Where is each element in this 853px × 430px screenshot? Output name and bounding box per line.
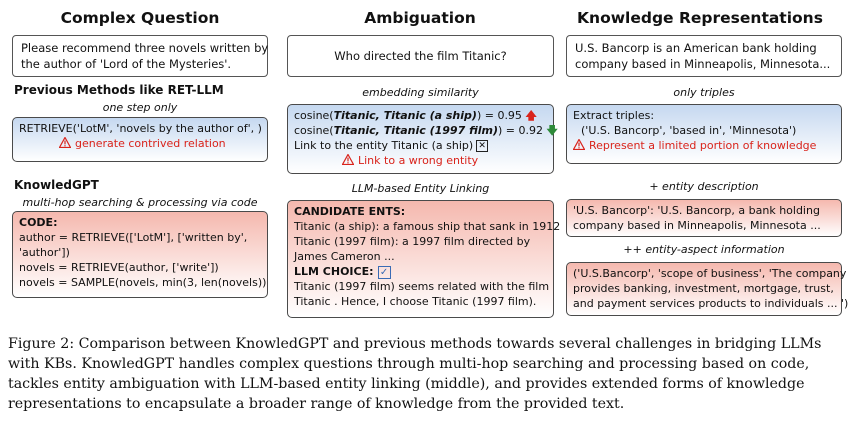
candidate-line: Titanic (a ship): a famous ship that san…: [294, 220, 561, 233]
only-triples-label: only triples: [673, 86, 735, 99]
llm-entity-linking-label: LLM-based Entity Linking: [351, 182, 490, 195]
cross-box-icon: ✕: [476, 140, 489, 152]
prev-method-box: RETRIEVE('LotM', 'novels by the author o…: [12, 117, 268, 162]
prev-code-line: RETRIEVE('LotM', 'novels by the author o…: [19, 122, 262, 135]
aspect-box: ('U.S.Bancorp', 'scope of business', 'Th…: [566, 262, 849, 316]
cosine-line-2: cosine(Titanic, Titanic (1997 film)) = 0…: [294, 124, 558, 137]
code-line: novels = SAMPLE(novels, min(3, len(novel…: [19, 276, 267, 289]
aspect-line: provides banking, investment, mortgage, …: [573, 282, 834, 295]
question-box-complex: Please recommend three novels written by…: [12, 35, 268, 77]
question-box-ambiguation: Who directed the film Titanic?: [287, 35, 554, 77]
code-line: novels = RETRIEVE(author, ['write']): [19, 261, 219, 274]
prev-warning: generate contrived relation: [19, 135, 261, 152]
choice-header: LLM CHOICE:✓: [294, 264, 547, 279]
triple-line: ('U.S. Bancorp', 'based in', 'Minnesota'…: [581, 124, 797, 137]
question-line: the author of 'Lord of the Mysteries'.: [21, 57, 232, 71]
description-line: 'U.S. Bancorp': 'U.S. Bancorp, a bank ho…: [573, 204, 820, 217]
right-warning-text: Represent a limited portion of knowledge: [589, 139, 817, 152]
middle-warning-text: Link to a wrong entity: [358, 154, 479, 167]
title-knowledge-representations: Knowledge Representations: [577, 9, 823, 27]
entity-aspect-label: ++ entity-aspect information: [623, 243, 785, 256]
candidate-header: CANDIDATE ENTS:: [294, 205, 406, 218]
description-line: company based in Minneapolis, Minnesota …: [573, 219, 821, 232]
code-line: author = RETRIEVE(['LotM'], ['written by…: [19, 231, 248, 244]
question-box-knowledge: U.S. Bancorp is an American bank holding…: [566, 35, 842, 77]
choice-line: Titanic . Hence, I choose Titanic (1997 …: [294, 295, 537, 308]
triples-box: Extract triples: ('U.S. Bancorp', 'based…: [566, 104, 842, 164]
choice-line: Titanic (1997 film) seems related with t…: [294, 280, 550, 293]
entity-linking-box: CANDIDATE ENTS: Titanic (a ship): a famo…: [287, 200, 561, 318]
warning-icon: [341, 152, 355, 169]
code-header: CODE:: [19, 216, 58, 229]
embedding-similarity-label: embedding similarity: [362, 86, 479, 99]
warning-icon: [572, 137, 586, 154]
prev-warning-text: generate contrived relation: [75, 137, 226, 150]
cosine-line-1: cosine(Titanic, Titanic (a ship)) = 0.95…: [294, 109, 537, 122]
prev-methods-title: Previous Methods like RET-LLM: [14, 83, 224, 97]
candidate-line: James Cameron ...: [294, 250, 395, 263]
question-line: Please recommend three novels written by: [21, 41, 269, 55]
caption-line: Figure 2: Comparison between KnowledGPT …: [8, 336, 822, 352]
question-line: company based in Minneapolis, Minnesota.…: [575, 57, 831, 71]
right-warning: Represent a limited portion of knowledge: [572, 137, 835, 154]
middle-warning: Link to a wrong entity: [294, 152, 547, 169]
candidate-line: Titanic (1997 film): a 1997 film directe…: [294, 235, 531, 248]
warning-icon: [58, 135, 72, 152]
caption-line: with KBs. KnowledGPT handles complex que…: [8, 356, 810, 372]
description-box: 'U.S. Bancorp': 'U.S. Bancorp, a bank ho…: [566, 199, 842, 237]
arrow-up-icon: 🡅: [525, 109, 537, 122]
one-step-label: one step only: [102, 101, 178, 114]
aspect-line: ('U.S.Bancorp', 'scope of business', 'Th…: [573, 267, 847, 280]
embedding-box: cosine(Titanic, Titanic (a ship)) = 0.95…: [287, 104, 558, 174]
entity-description-label: + entity description: [649, 180, 759, 193]
title-ambiguation: Ambiguation: [364, 9, 476, 27]
knowledgpt-title: KnowledGPT: [14, 178, 99, 192]
arrow-down-icon: 🡇: [546, 124, 558, 137]
link-line: Link to the entity Titanic (a ship)✕: [294, 138, 547, 153]
caption-line: representations to encapsulate a broader…: [8, 396, 625, 412]
checkbox-icon: ✓: [377, 265, 391, 279]
title-complex-question: Complex Question: [60, 9, 220, 27]
question-text: Who directed the film Titanic?: [334, 49, 507, 63]
multihop-label: multi-hop searching & processing via cod…: [22, 196, 258, 209]
question-line: U.S. Bancorp is an American bank holding: [575, 41, 817, 55]
code-box: CODE: author = RETRIEVE(['LotM'], ['writ…: [12, 211, 268, 298]
figure-caption: Figure 2: Comparison between KnowledGPT …: [8, 334, 848, 414]
caption-line: tackles entity ambiguation with LLM-base…: [8, 376, 805, 392]
aspect-line: and payment services products to individ…: [573, 297, 849, 310]
extract-line: Extract triples:: [573, 109, 655, 122]
code-line: 'author']): [19, 246, 70, 259]
